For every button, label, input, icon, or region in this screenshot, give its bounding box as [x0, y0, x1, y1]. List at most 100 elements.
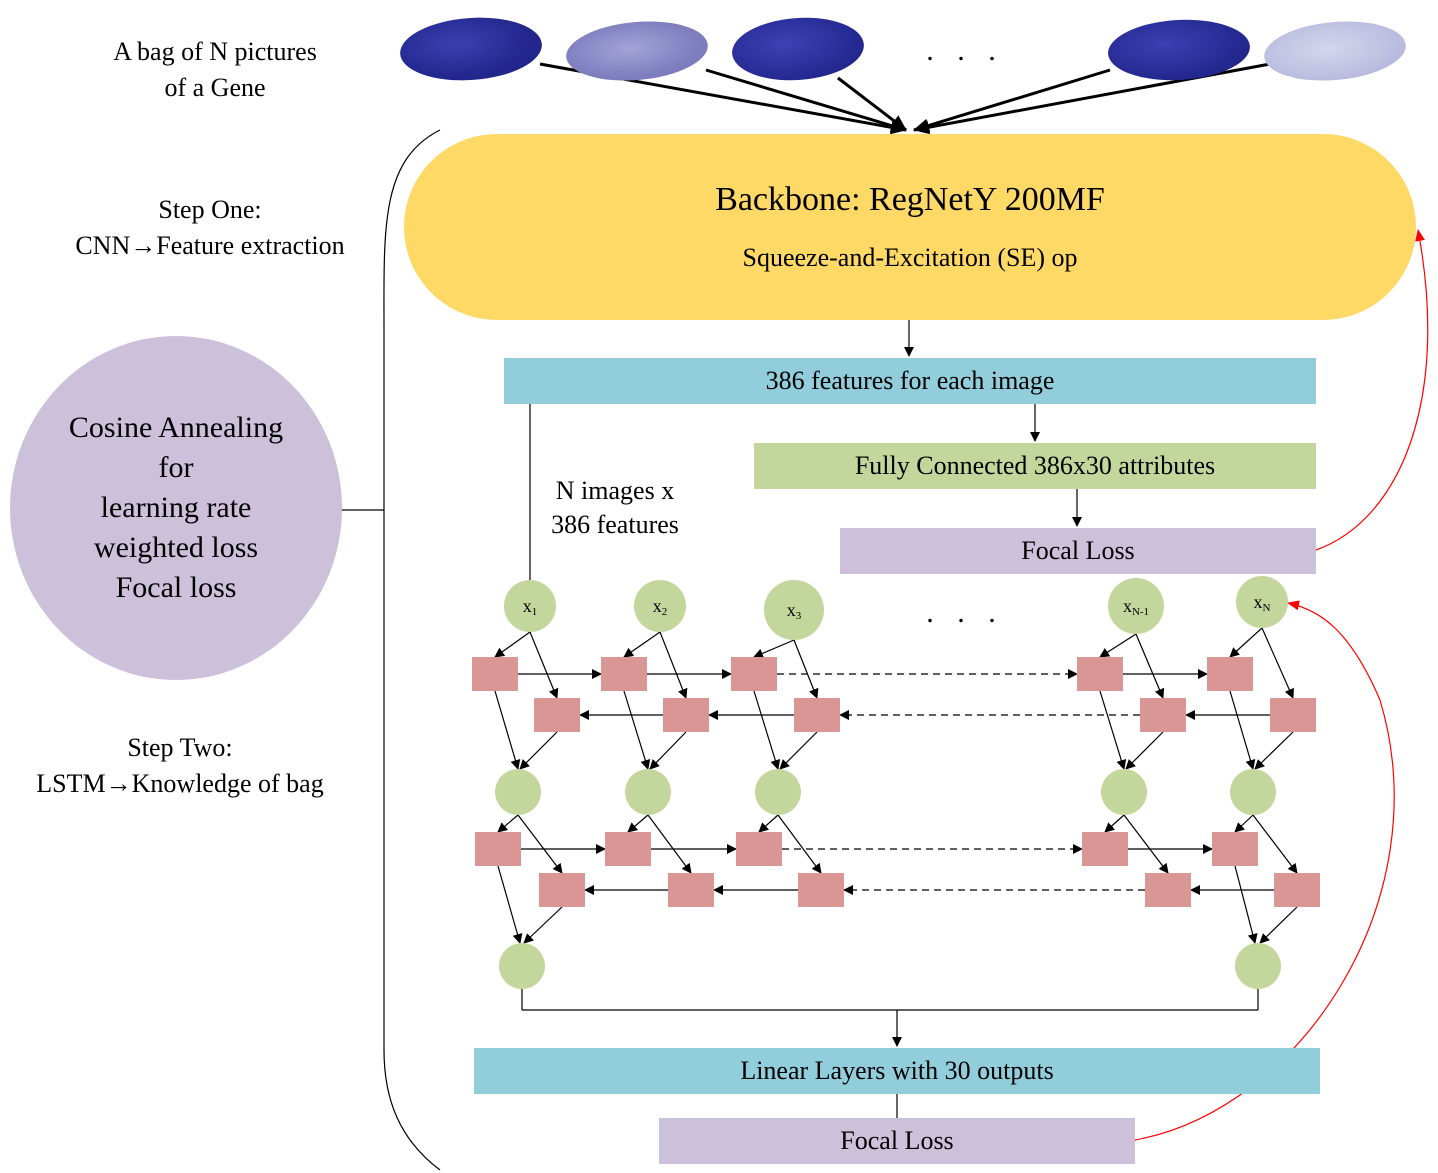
- input-subscript: 2: [661, 605, 668, 618]
- input-symbol: x: [1253, 591, 1263, 612]
- input-to-backward-arrow: [659, 631, 688, 699]
- hidden-to-backward-arrow: [517, 814, 563, 874]
- backbone-subtitle: Squeeze-and-Excitation (SE) op: [742, 243, 1078, 272]
- lstm-backward-cell-layer2: [1145, 873, 1191, 907]
- lstm-backward-cell-layer2: [798, 873, 844, 907]
- input-to-backward-arrow: [793, 639, 819, 699]
- step-two-line2: LSTM→Knowledge of bag: [36, 769, 324, 798]
- backbone-block: Backbone: RegNetY 200MF Squeeze-and-Exci…: [404, 134, 1416, 320]
- circle-line-5: Focal loss: [115, 571, 237, 604]
- forward-to-output-arrow: [494, 690, 521, 770]
- lstm-forward-cell-layer2: [736, 832, 782, 866]
- input-symbol: x: [1122, 595, 1132, 616]
- step-two-label: Step Two: LSTM→Knowledge of bag: [0, 730, 360, 802]
- input-to-forward-arrow: [1099, 633, 1137, 658]
- backward-to-output-arrow: [519, 731, 558, 770]
- step-one-line1: Step One:: [158, 195, 262, 224]
- image-to-backbone-arrow: [837, 76, 907, 132]
- input-to-backward-arrow: [1261, 627, 1294, 699]
- lstm-backward-cell-layer1: [534, 698, 580, 732]
- lstm-backward-cell-layer2: [539, 873, 585, 907]
- input-to-forward-arrow: [494, 631, 531, 658]
- lstm-forward-cell-layer1: [731, 657, 777, 691]
- input-node-xn: xN: [1236, 576, 1288, 628]
- lstm-forward-cell-layer1: [1077, 657, 1123, 691]
- backward-to-output-arrow: [1259, 906, 1298, 944]
- lstm-hidden-node: [1101, 769, 1147, 815]
- input-label-x2: x2: [652, 595, 668, 618]
- input-to-forward-arrow: [753, 639, 795, 659]
- forward-to-output-arrow: [623, 690, 651, 770]
- forward-to-output-arrow: [1229, 690, 1256, 770]
- input-subscript: 1: [531, 605, 538, 618]
- lstm-forward-cell-layer2: [1212, 832, 1258, 866]
- input-to-forward-arrow: [623, 631, 661, 658]
- input-node-xn1: xN-1: [1108, 578, 1164, 634]
- lstm-hidden-node: [1230, 769, 1276, 815]
- hidden-to-backward-arrow: [777, 814, 822, 874]
- lstm-output-node-last: [1235, 943, 1281, 989]
- forward-to-output-arrow: [753, 690, 781, 770]
- input-ellipsis: . . .: [926, 596, 1004, 629]
- lstm-backward-cell-layer1: [663, 698, 709, 732]
- forward-to-output-arrow: [1234, 865, 1258, 944]
- training-settings-circle: Cosine Annealing for learning rate weigh…: [10, 336, 342, 680]
- lstm-backward-cell-layer2: [668, 873, 714, 907]
- image-to-backbone-arrow: [913, 68, 1111, 133]
- input-label-x3: x3: [786, 599, 802, 622]
- n-images-label: N images x 386 features: [520, 474, 710, 542]
- step-one-line2: CNN→Feature extraction: [75, 231, 345, 260]
- circle-line-1: Cosine Annealing: [68, 411, 284, 444]
- focal-top-feedback-arrow: [1315, 229, 1429, 551]
- input-to-backward-arrow: [1135, 633, 1165, 699]
- lstm-backward-cell-layer1: [1270, 698, 1316, 732]
- circle-line-3: learning rate: [100, 491, 252, 524]
- bag-label: A bag of N pictures of a Gene: [60, 34, 370, 106]
- image-to-backbone-arrow: [913, 62, 1271, 135]
- backward-to-output-arrow: [1125, 731, 1164, 770]
- input-symbol: x: [522, 595, 532, 616]
- lstm-hidden-node: [495, 769, 541, 815]
- lstm-output-node-first: [499, 943, 545, 989]
- n-images-line1: N images x: [555, 476, 675, 505]
- n-images-line2: 386 features: [551, 510, 679, 539]
- lstm-backward-cell-layer2: [1274, 873, 1320, 907]
- features-bar: 386 features for each image: [504, 358, 1316, 404]
- backward-to-output-arrow: [779, 731, 818, 770]
- lstm-forward-cell-layer1: [601, 657, 647, 691]
- hidden-to-forward-arrow: [1104, 814, 1125, 833]
- hidden-to-forward-arrow: [1234, 814, 1254, 833]
- lstm-forward-cell-layer2: [1082, 832, 1128, 866]
- input-subscript: 3: [795, 609, 802, 622]
- hidden-to-forward-arrow: [497, 814, 519, 833]
- hidden-to-forward-arrow: [758, 814, 779, 833]
- circle-line-2: for: [158, 451, 194, 484]
- input-symbol: x: [786, 599, 796, 620]
- lstm-forward-cell-layer2: [605, 832, 651, 866]
- lstm-hidden-node: [755, 769, 801, 815]
- bag-label-line2: of a Gene: [164, 73, 266, 102]
- input-node-x1: x1: [504, 580, 556, 632]
- focal-loss-top: Focal Loss: [840, 528, 1316, 574]
- bag-label-line1: A bag of N pictures: [113, 37, 317, 66]
- input-label-xn1: xN-1: [1122, 595, 1150, 618]
- hidden-to-backward-arrow: [1252, 814, 1298, 874]
- lstm-forward-cell-layer1: [472, 657, 518, 691]
- input-subscript: N-1: [1131, 605, 1150, 618]
- lstm-hidden-node: [625, 769, 671, 815]
- backward-to-output-arrow: [1254, 731, 1294, 770]
- fully-connected-bar: Fully Connected 386x30 attributes: [754, 443, 1316, 489]
- hidden-to-backward-arrow: [1123, 814, 1169, 874]
- step-one-label: Step One: CNN→Feature extraction: [30, 192, 390, 264]
- backbone-title: Backbone: RegNetY 200MF: [715, 181, 1105, 218]
- backward-to-output-arrow: [523, 906, 563, 944]
- forward-to-output-arrow: [1099, 690, 1127, 770]
- forward-to-output-arrow: [497, 865, 523, 944]
- lstm-forward-cell-layer2: [475, 832, 521, 866]
- embryo-ellipsis: . . .: [926, 34, 1004, 67]
- input-symbol: x: [652, 595, 662, 616]
- input-subscript: N: [1262, 601, 1271, 614]
- image-to-backbone-arrow: [705, 68, 907, 133]
